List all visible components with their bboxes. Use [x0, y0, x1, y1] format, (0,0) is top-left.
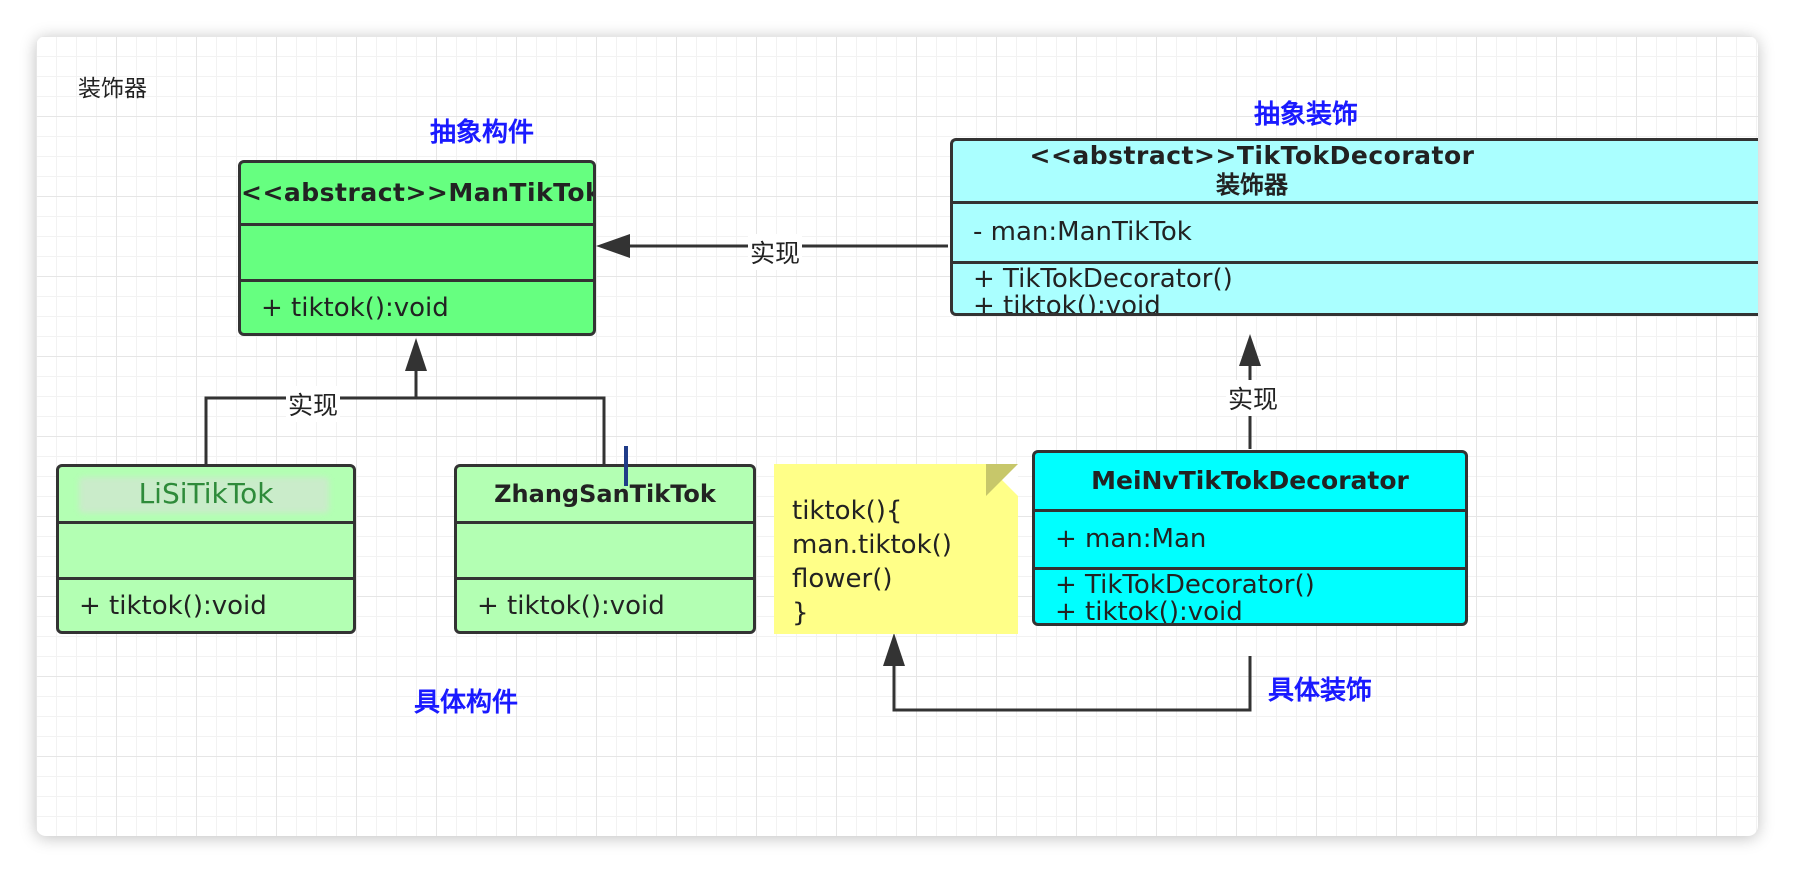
field-row: + man:Man [1055, 524, 1207, 554]
note-line: man.tiktok() [792, 530, 952, 560]
label-concrete-decorator: 具体装饰 [1268, 676, 1373, 706]
class-subtitle: 装饰器 [1216, 171, 1288, 199]
class-meinv-tiktok-decorator[interactable]: MeiNvTikTokDecorator + man:Man + TikTokD… [1032, 450, 1468, 626]
method-row: + tiktok():void [79, 591, 267, 621]
class-header: MeiNvTikTokDecorator [1035, 453, 1465, 509]
diagram-canvas: 装饰器 抽象构件 抽象装饰 具体构件 具体装饰 实现 实现 实现 <<abstr… [36, 36, 1758, 836]
page-title: 装饰器 [78, 76, 147, 102]
class-methods: + TikTokDecorator() + tiktok():void [953, 261, 1758, 316]
class-fields [457, 521, 753, 577]
class-zhangsan-tiktok[interactable]: ZhangSanTikTok + tiktok():void [454, 464, 756, 634]
note[interactable]: tiktok(){ man.tiktok() flower() } [774, 464, 1018, 634]
class-man-tiktok[interactable]: <<abstract>>ManTikTok + tiktok():void [238, 160, 596, 336]
method-row: + TikTokDecorator() [1055, 570, 1315, 600]
selection-highlight [79, 477, 329, 513]
note-fold-icon [986, 464, 1018, 496]
edge-label-concrete-decorator-to-decorator: 实现 [1226, 380, 1281, 416]
method-row: + TikTokDecorator() [973, 264, 1233, 294]
class-header: ZhangSanTikTok [457, 467, 753, 521]
label-concrete-component: 具体构件 [414, 688, 519, 718]
label-abstract-decorator: 抽象装饰 [1254, 100, 1359, 130]
class-header: LiSiTikTok [59, 467, 353, 521]
note-line: tiktok(){ [792, 496, 903, 526]
field-row: - man:ManTikTok [973, 217, 1192, 247]
class-title: <<abstract>>ManTikTok [241, 178, 596, 207]
text-cursor [624, 446, 628, 486]
class-fields [241, 223, 593, 279]
class-header: <<abstract>>ManTikTok [241, 163, 593, 223]
class-methods: + tiktok():void [59, 577, 353, 631]
class-title: LiSiTikTok [138, 477, 274, 510]
class-fields: + man:Man [1035, 509, 1465, 567]
edge-concrete-components [204, 396, 606, 466]
note-line: flower() [792, 564, 893, 594]
method-row: + tiktok():void [477, 591, 665, 621]
class-methods: + tiktok():void [457, 577, 753, 631]
class-tiktok-decorator[interactable]: <<abstract>>TikTokDecorator 装饰器 - man:Ma… [950, 138, 1758, 316]
edge-label-decorator-to-component: 实现 [748, 234, 803, 270]
method-row: + tiktok():void [973, 291, 1161, 316]
method-row: + tiktok():void [1055, 597, 1243, 626]
arrowhead-concrete-decorator-to-decorator [1239, 334, 1261, 366]
class-fields: - man:ManTikTok [953, 201, 1758, 261]
arrowhead-concrete-to-component [405, 338, 427, 371]
class-lisi-tiktok[interactable]: LiSiTikTok + tiktok():void [56, 464, 356, 634]
class-title: MeiNvTikTokDecorator [1091, 466, 1409, 495]
arrowhead-decorator-to-component [596, 234, 630, 258]
edge-decorator-to-note [892, 656, 1252, 712]
edge-label-concrete-to-component: 实现 [286, 386, 341, 422]
class-fields [59, 521, 353, 577]
label-abstract-component: 抽象构件 [430, 118, 535, 148]
class-methods: + TikTokDecorator() + tiktok():void [1035, 567, 1465, 626]
class-methods: + tiktok():void [241, 279, 593, 333]
class-title: ZhangSanTikTok [494, 480, 716, 508]
arrowhead-decorator-to-note [883, 633, 905, 666]
class-title: <<abstract>>TikTokDecorator [1029, 141, 1475, 170]
note-line: } [792, 598, 809, 628]
class-header: <<abstract>>TikTokDecorator 装饰器 [953, 141, 1551, 201]
method-row: + tiktok():void [261, 293, 449, 323]
